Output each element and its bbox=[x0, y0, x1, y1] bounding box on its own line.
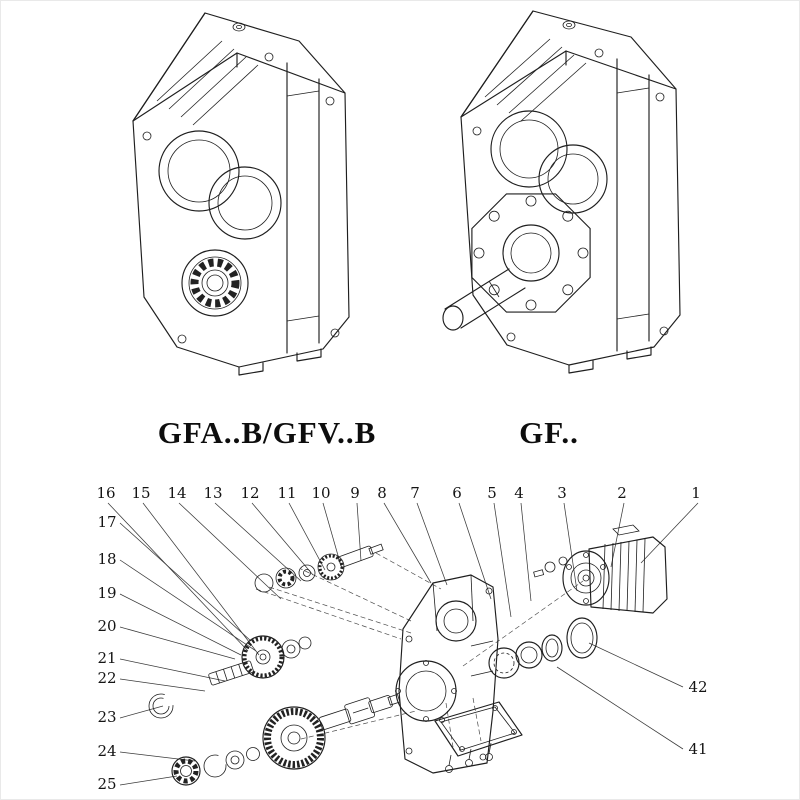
output-bearing bbox=[181, 249, 249, 317]
oil-seal-ring bbox=[148, 693, 174, 719]
part-number-2: 2 bbox=[617, 484, 627, 502]
model-label-gf: GF.. bbox=[519, 415, 579, 450]
part-number-15: 15 bbox=[131, 484, 150, 502]
mounting-feet bbox=[568, 346, 652, 374]
leader-lines bbox=[107, 502, 699, 786]
side-column-lines bbox=[286, 62, 320, 354]
housing-outline bbox=[460, 10, 681, 366]
part-number-25: 25 bbox=[97, 775, 116, 793]
part-number-41: 41 bbox=[688, 740, 707, 758]
side-column-lines bbox=[616, 58, 650, 352]
part-number-14: 14 bbox=[167, 484, 186, 502]
housing-bolts bbox=[142, 52, 340, 344]
input-shaft-parts bbox=[254, 543, 384, 593]
output-bearing-parts bbox=[171, 747, 260, 786]
output-gear bbox=[262, 706, 326, 770]
part-number-12: 12 bbox=[240, 484, 259, 502]
part-number-13: 13 bbox=[203, 484, 222, 502]
top-rib-lines bbox=[484, 38, 587, 122]
part-number-18: 18 bbox=[97, 550, 116, 568]
part-number-21: 21 bbox=[97, 649, 116, 667]
gear-housing-drawing bbox=[395, 574, 499, 774]
part-number-9: 9 bbox=[350, 484, 360, 502]
part-numbers-left: 17 18 19 20 21 22 23 24 25 bbox=[97, 513, 116, 793]
part-number-10: 10 bbox=[311, 484, 330, 502]
input-bore-circles bbox=[158, 130, 282, 240]
part-number-5: 5 bbox=[487, 484, 497, 502]
cover-rings bbox=[488, 556, 598, 679]
motor-drawing bbox=[562, 524, 668, 614]
part-number-11: 11 bbox=[277, 484, 296, 502]
part-number-24: 24 bbox=[97, 742, 116, 760]
input-bore-circles bbox=[490, 110, 608, 214]
part-number-3: 3 bbox=[557, 484, 567, 502]
assembly-axis-lines bbox=[255, 552, 584, 748]
part-number-1: 1 bbox=[691, 484, 701, 502]
part-number-19: 19 bbox=[97, 584, 116, 602]
top-rib-lines bbox=[156, 40, 259, 126]
part-number-22: 22 bbox=[97, 669, 116, 687]
part-numbers-right: 42 41 bbox=[688, 678, 707, 758]
part-numbers-top: 16 15 14 13 12 11 10 9 8 7 6 5 4 3 2 1 bbox=[96, 484, 700, 502]
intermediate-gear-parts bbox=[208, 635, 312, 686]
part-number-7: 7 bbox=[410, 484, 420, 502]
part-number-4: 4 bbox=[514, 484, 524, 502]
output-shaft-drawing bbox=[318, 693, 401, 731]
housing-bolts bbox=[472, 48, 669, 342]
output-shaft bbox=[442, 268, 526, 331]
part-number-17: 17 bbox=[97, 513, 116, 531]
exploded-parts-diagram: 16 15 14 13 12 11 10 9 8 7 6 5 4 3 2 1 1… bbox=[96, 484, 707, 793]
model-label-gfab-gfvb: GFA..B/GFV..B bbox=[157, 415, 377, 450]
gearbox-flange-output-drawing bbox=[442, 10, 681, 374]
part-number-20: 20 bbox=[97, 617, 116, 635]
part-number-8: 8 bbox=[377, 484, 387, 502]
output-mounting-flange bbox=[471, 193, 591, 313]
part-number-23: 23 bbox=[97, 708, 116, 726]
housing-outline bbox=[132, 12, 350, 368]
part-number-42: 42 bbox=[688, 678, 707, 696]
part-number-6: 6 bbox=[452, 484, 462, 502]
oil-plug bbox=[232, 22, 246, 32]
gasket-and-bolts bbox=[434, 701, 523, 773]
part-number-16: 16 bbox=[96, 484, 115, 502]
gearbox-foot-mounted-drawing bbox=[132, 12, 350, 376]
oil-plug bbox=[562, 20, 576, 30]
mounting-feet bbox=[238, 348, 322, 376]
